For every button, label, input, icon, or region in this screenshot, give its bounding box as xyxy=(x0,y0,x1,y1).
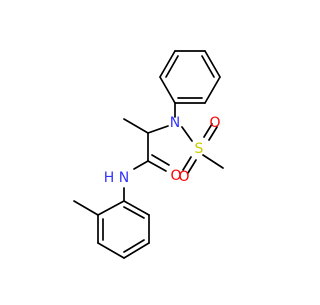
bond-double xyxy=(203,123,213,138)
bond xyxy=(204,50,221,78)
bond xyxy=(123,242,150,259)
bond-double xyxy=(208,126,218,141)
bond xyxy=(202,154,224,169)
molecule-diagram: N S O O O N H xyxy=(73,50,224,259)
atom-s: S xyxy=(195,141,204,157)
atom-labels: N S O O O N H xyxy=(104,115,221,186)
structure-canvas: N S O O O N H xyxy=(73,50,224,259)
atom-n-amide: N xyxy=(119,170,129,186)
bond-double-inner xyxy=(123,206,145,219)
bond xyxy=(133,160,149,170)
bond xyxy=(123,200,150,216)
atom-n-amine: N xyxy=(170,115,180,131)
bond xyxy=(123,118,149,134)
atom-o-sulfonyl-1: O xyxy=(209,115,220,131)
bond xyxy=(147,125,169,134)
atom-o-sulfonyl-2: O xyxy=(178,169,189,185)
bond-double-inner xyxy=(123,239,145,253)
bond-double xyxy=(182,156,192,171)
bond-double-inner xyxy=(201,55,215,78)
bond xyxy=(97,242,125,259)
bond-double-inner xyxy=(165,55,179,78)
bond-double xyxy=(151,154,170,166)
bonds xyxy=(73,50,224,259)
bond-double xyxy=(187,159,197,174)
bond xyxy=(181,126,193,142)
bond-double xyxy=(147,160,167,172)
bond xyxy=(204,76,221,104)
bond xyxy=(97,200,125,216)
bond xyxy=(159,76,176,104)
atom-o-carbonyl: O xyxy=(170,168,181,184)
bond xyxy=(73,200,99,216)
atom-h-amide: H xyxy=(104,170,115,186)
bond xyxy=(159,50,176,78)
